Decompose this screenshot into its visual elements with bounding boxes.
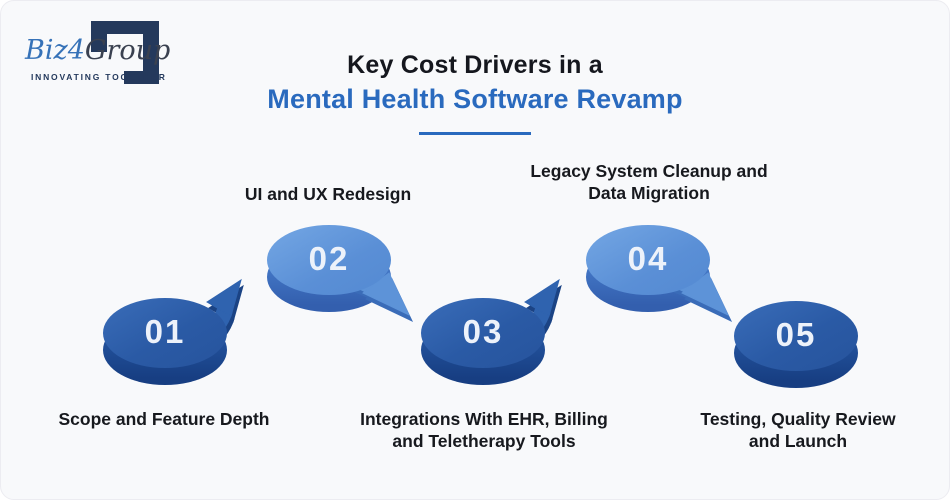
page-title: Key Cost Drivers in a Mental Health Soft… <box>1 51 949 135</box>
logo-brand: Biz4Group <box>25 37 170 64</box>
step-label-05: Testing, Quality Review and Launch <box>700 409 896 452</box>
disc-face <box>267 225 391 295</box>
logo-brand-4: 4 <box>67 35 85 66</box>
step-label-04: Legacy System Cleanup and Data Migration <box>530 161 768 204</box>
step-number: 03 <box>462 313 504 350</box>
step-05: 05 <box>734 301 858 389</box>
title-underline <box>419 132 531 135</box>
step-03: 03 <box>421 278 562 386</box>
logo-tagline: INNOVATING TOGETHER <box>31 72 167 82</box>
step-number: 05 <box>775 316 817 353</box>
disc-face <box>734 301 858 371</box>
disc-face <box>103 298 227 368</box>
logo-brand-group: Group <box>84 35 171 66</box>
step-number: 01 <box>144 313 186 350</box>
step-01: 01 <box>103 278 244 386</box>
disc-face <box>586 225 710 295</box>
step-label-02: UI and UX Redesign <box>244 184 412 204</box>
title-line-1: Key Cost Drivers in a <box>347 51 603 79</box>
step-04: 04 <box>586 225 733 323</box>
title-line-2: Mental Health Software Revamp <box>267 84 683 114</box>
disc-face <box>421 298 545 368</box>
step-label-01: Scope and Feature Depth <box>58 409 270 429</box>
logo-brand-biz: Biz <box>25 35 68 66</box>
step-number: 02 <box>308 240 350 277</box>
step-label-03: Integrations With EHR, Billing and Telet… <box>360 409 608 452</box>
logo-bracket-icon <box>91 21 159 84</box>
step-number: 04 <box>627 240 669 277</box>
biz4group-logo: Biz4Group INNOVATING TOGETHER <box>1 1 211 101</box>
step-02: 02 <box>267 225 414 323</box>
